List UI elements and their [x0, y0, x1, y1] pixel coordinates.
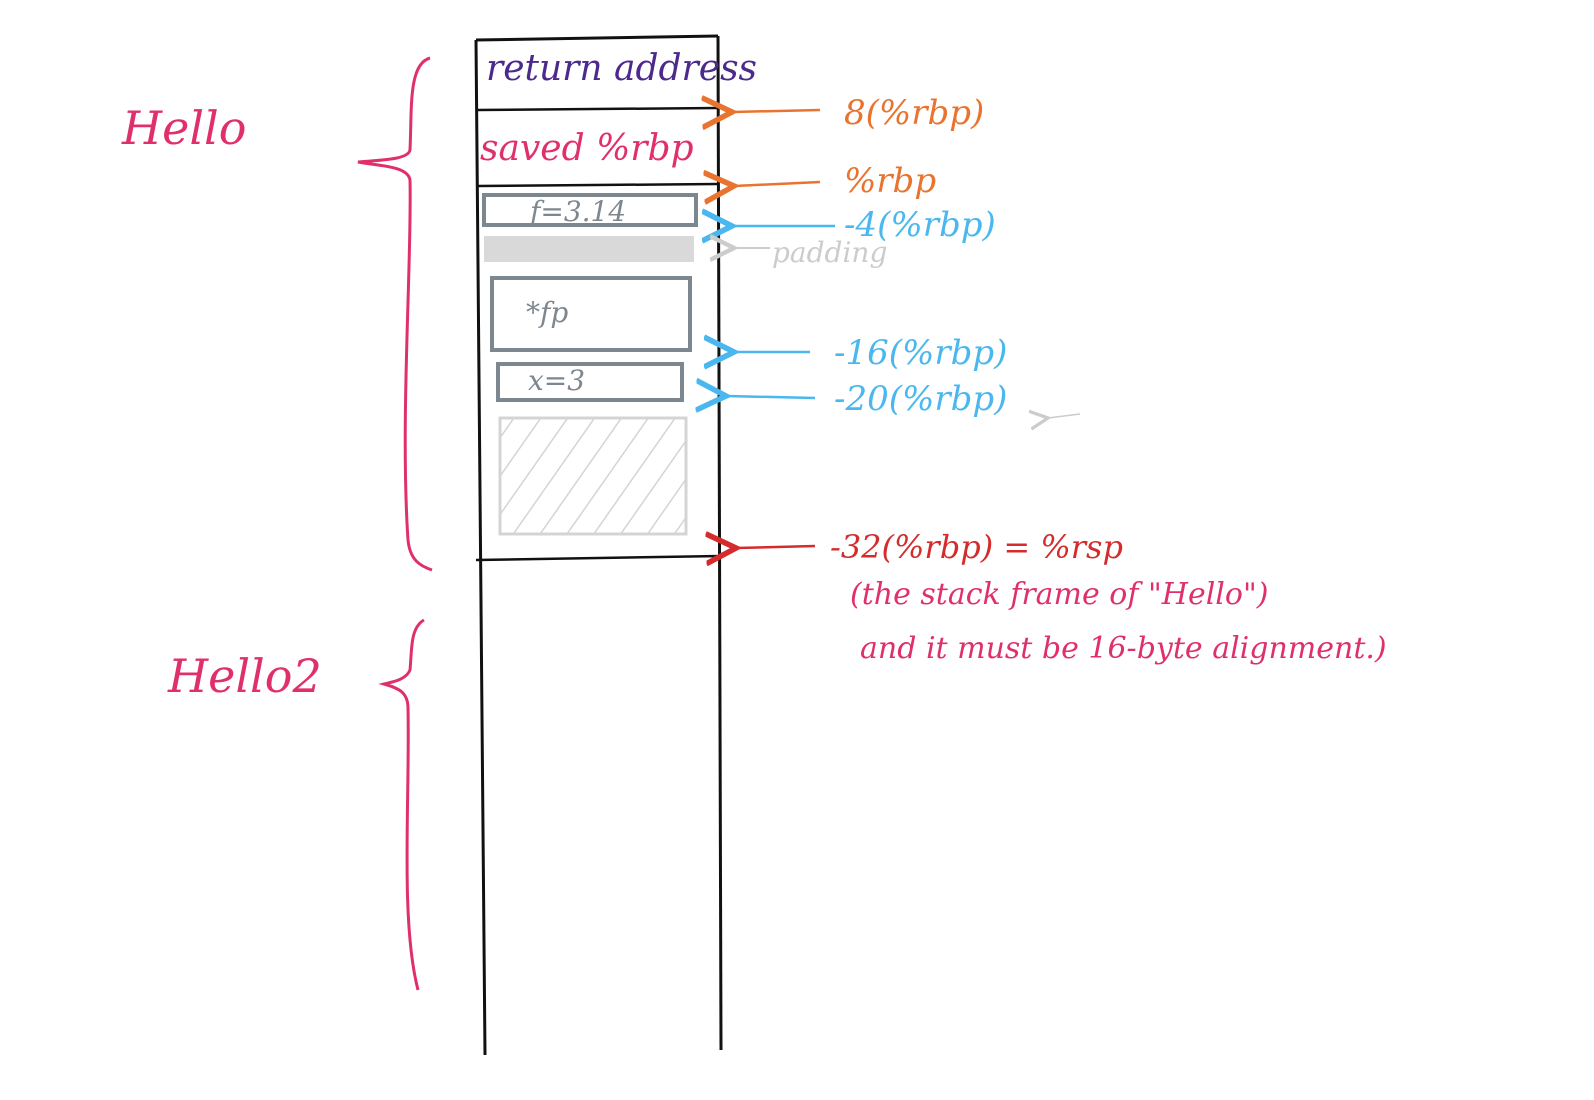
divider-saved-rbp: [477, 182, 719, 188]
stack-column: [474, 34, 723, 1056]
hello2-frame-label: Hello2: [167, 649, 322, 703]
f-variable-box: [482, 193, 698, 227]
divider-frame-boundary: [475, 554, 722, 562]
note-stack-frame: (the stack frame of "Hello"): [850, 577, 1268, 612]
note-alignment: and it must be 16-byte alignment.): [860, 631, 1387, 666]
label-rbp: %rbp: [844, 161, 936, 201]
arrow-rbp-plus-8: [732, 110, 821, 112]
unused-hatched-space: [498, 416, 688, 536]
fp-variable-box: [490, 276, 692, 352]
label-rbp-minus-20: -20(%rbp): [834, 379, 1007, 419]
label-padding: padding: [772, 236, 887, 269]
arrow-rbp-minus-20: [726, 396, 816, 398]
label-rbp-plus-8: 8(%rbp): [844, 93, 984, 133]
hello-frame-label: Hello: [121, 101, 246, 155]
f-variable-label: f=3.14: [528, 195, 626, 228]
label-rbp-minus-4: -4(%rbp): [844, 205, 996, 245]
arrow-rbp-minus-32: [736, 546, 816, 548]
saved-rbp-cell: saved %rbp: [480, 128, 694, 169]
fp-variable-label: *fp: [526, 296, 568, 329]
x-variable-label: x=3: [528, 364, 585, 397]
padding-block: [484, 236, 694, 262]
hello2-frame-brace: [378, 618, 425, 991]
x-variable-box: [496, 362, 684, 402]
label-rbp-minus-16: -16(%rbp): [834, 333, 1007, 373]
divider-return-address: [477, 106, 719, 112]
arrow-stray-gray: [1048, 414, 1081, 418]
return-address-cell: return address: [486, 48, 757, 89]
hello-frame-brace: [357, 56, 433, 572]
label-rbp-minus-32: -32(%rbp) = %rsp: [830, 528, 1123, 566]
arrow-rbp: [734, 182, 821, 186]
